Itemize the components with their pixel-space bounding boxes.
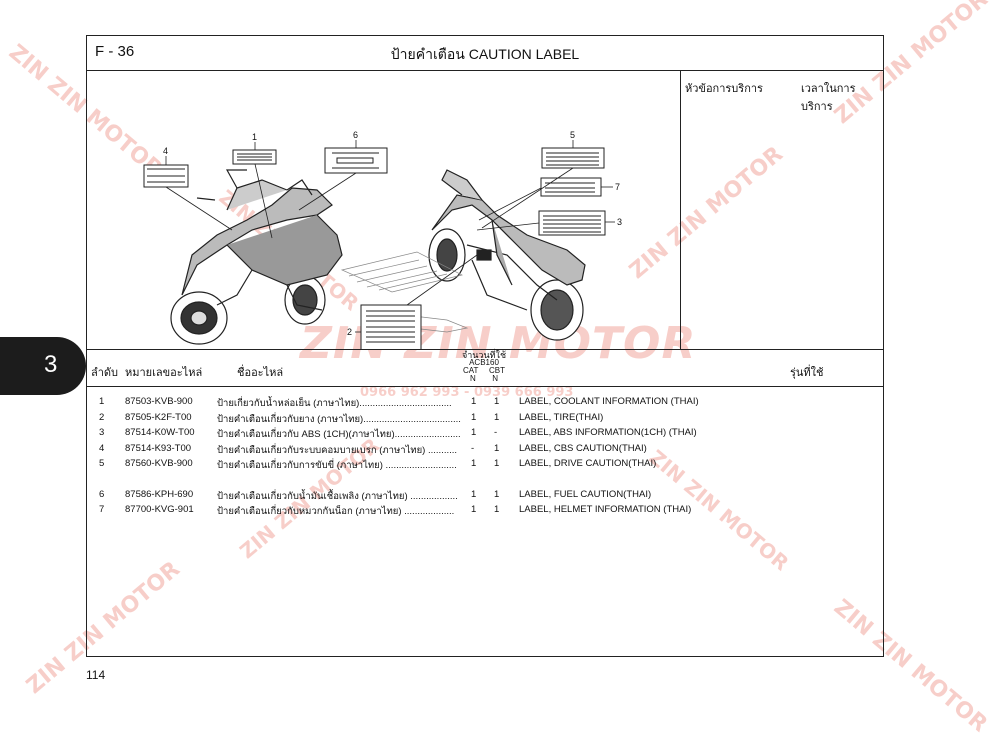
col-quantity: จำนวนที่ใช้ ACB160 CAT CBT N N: [459, 351, 509, 383]
scooter-diagram-svg: 1 2 3 4 5 6 7: [143, 130, 622, 354]
qty-cat-n: N: [470, 374, 476, 383]
scooter-rear-view: [428, 169, 586, 341]
parts-table-body: 1 87503-KVB-900 ป้ายเกี่ยวกับน้ำหล่อเย็น…: [87, 396, 883, 520]
parts-page-frame: F - 36 ป้ายคำเตือน CAUTION LABEL: [86, 35, 884, 657]
col-usage: รุ่นที่ใช้: [790, 367, 824, 379]
service-panel: หัวข้อการบริการ เวลาในการบริการ: [680, 70, 886, 350]
label-box-6: [324, 147, 388, 174]
callout-7: 7: [615, 182, 620, 192]
label-box-7: [540, 177, 602, 197]
label-box-2: [360, 304, 422, 354]
service-time-label: เวลาในการบริการ: [801, 83, 856, 113]
page-title: ป้ายคำเตือน CAUTION LABEL: [390, 46, 580, 62]
leader-lines: [165, 140, 615, 333]
page-code: F - 36: [95, 43, 135, 60]
label-diagram: 1 2 3 4 5 6 7: [87, 70, 680, 354]
table-row: 2 87505-K2F-T00 ป้ายคำเตือนเกี่ยวกับยาง …: [99, 411, 604, 425]
table-row: 4 87514-K93-T00 ป้ายคำเตือนเกี่ยวกับระบบ…: [99, 442, 647, 456]
qty-cat: CAT: [463, 366, 479, 375]
table-row: 7 87700-KVG-901 ป้ายคำเตือนเกี่ยวกับหมวก…: [99, 504, 692, 517]
label-box-4: [143, 164, 189, 188]
watermark-main-phone: 0966 962 993 - 0939 666 993: [360, 385, 574, 400]
section-tab: 3: [0, 337, 86, 395]
callout-2: 2: [347, 327, 352, 337]
label-box-1: [232, 149, 277, 165]
qty-cbt: CBT: [489, 366, 505, 375]
callout-3: 3: [617, 217, 622, 227]
col-part-name: ชื่ออะไหล่: [237, 367, 284, 379]
table-row: 1 87503-KVB-900 ป้ายเกี่ยวกับน้ำหล่อเย็น…: [99, 396, 699, 409]
callout-4: 4: [163, 146, 168, 156]
table-row: 5 87560-KVB-900 ป้ายคำเตือนเกี่ยวกับการข…: [99, 458, 657, 471]
scooter-front-view: [170, 169, 343, 345]
callout-numbers: 1 2 3 4 5 6 7: [163, 130, 622, 337]
qty-model: ACB160: [469, 358, 499, 367]
table-row: 3 87514-K0W-T00 ป้ายคำเตือนเกี่ยวกับ ABS…: [99, 427, 697, 440]
col-no: ลำดับ: [91, 367, 119, 379]
label-box-5: [541, 147, 605, 169]
page-number: 114: [86, 668, 106, 682]
service-topic-label: หัวข้อการบริการ: [685, 83, 763, 95]
callout-6: 6: [353, 130, 358, 140]
page-header: F - 36 ป้ายคำเตือน CAUTION LABEL: [87, 36, 883, 71]
col-part-no: หมายเลขอะไหล่: [125, 367, 203, 379]
callout-1: 1: [252, 132, 257, 142]
label-box-3: [538, 210, 606, 236]
callout-5: 5: [570, 130, 575, 140]
parts-table-header: ลำดับ หมายเลขอะไหล่ ชื่ออะไหล่ จำนวนที่ใ…: [87, 349, 883, 387]
table-row: 6 87586-KPH-690 ป้ายคำเตือนเกี่ยวกับน้ำม…: [99, 488, 652, 502]
qty-title: จำนวนที่ใช้: [461, 350, 507, 360]
qty-cbt-n: N: [492, 374, 498, 383]
